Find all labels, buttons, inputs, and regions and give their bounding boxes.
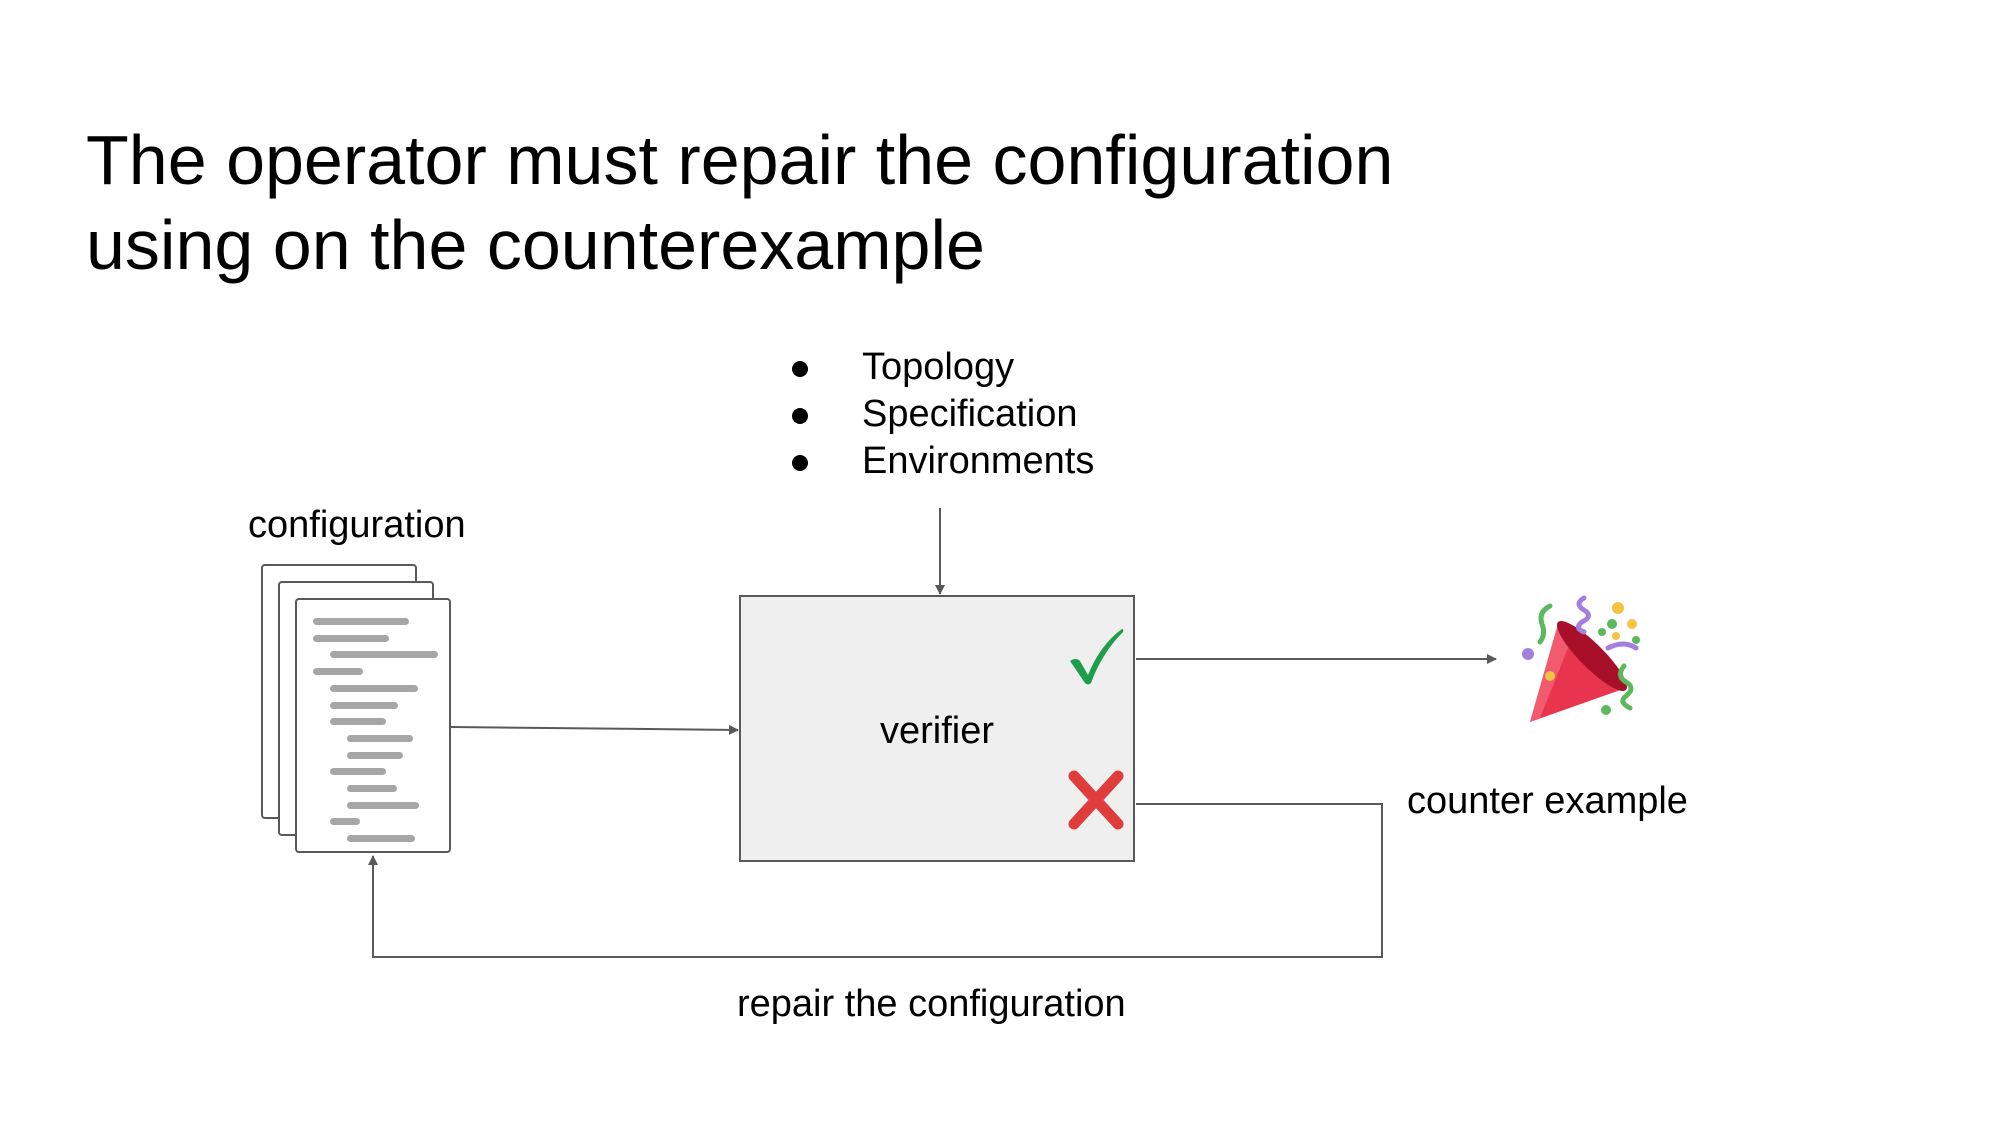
input-topology: Topology [862, 346, 1015, 388]
verifier-label: verifier [880, 710, 995, 752]
check-mark-icon [1070, 629, 1124, 685]
text-line [347, 835, 415, 842]
text-line [313, 618, 409, 625]
text-line [347, 785, 397, 792]
input-specification: Specification [862, 393, 1078, 435]
configuration-label: configuration [248, 504, 466, 546]
party-popper-icon [1522, 595, 1640, 722]
text-line [313, 635, 389, 642]
document-page-front [295, 598, 451, 853]
verifier-inputs-list: Topology Specification Environments [780, 344, 1094, 485]
verifier-box [739, 595, 1135, 862]
text-line [347, 735, 413, 742]
bullet-icon [792, 361, 808, 377]
arrow-configuration-to-verifier [450, 724, 739, 735]
slide-title-line-1: The operator must repair the configurati… [86, 121, 1394, 199]
text-line [330, 768, 386, 775]
text-line [330, 718, 386, 725]
text-line [330, 651, 438, 658]
text-line [330, 818, 360, 825]
input-environments: Environments [862, 440, 1095, 482]
list-item: Environments [780, 438, 1094, 485]
text-line [313, 668, 363, 675]
bullet-icon [792, 455, 808, 471]
list-item: Specification [780, 391, 1094, 438]
bullet-icon [792, 408, 808, 424]
counter-example-label: counter example [1407, 780, 1688, 822]
list-item: Topology [780, 344, 1094, 391]
text-line [347, 802, 419, 809]
cross-mark-icon [1068, 770, 1124, 830]
slide-title: The operator must repair the configurati… [86, 118, 1586, 288]
text-line [330, 702, 398, 709]
text-line [347, 752, 403, 759]
text-line [330, 685, 418, 692]
arrow-repair-loop [368, 803, 1383, 958]
slide-title-line-2: using on the counterexample [86, 206, 985, 284]
repair-label: repair the configuration [737, 983, 1126, 1025]
